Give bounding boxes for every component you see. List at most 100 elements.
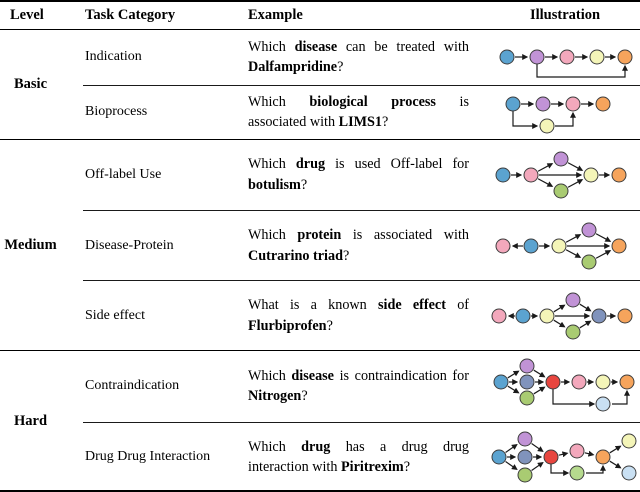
graph-node-pink: [565, 96, 581, 112]
graph-node-red: [543, 449, 559, 465]
example-entity: Flurbiprofen: [248, 317, 327, 334]
header-illustration: Illustration: [529, 7, 601, 23]
graph-node-blue: [505, 96, 521, 112]
example-entity: Nitrogen: [248, 388, 302, 405]
graph-node-paleYellow: [589, 49, 605, 65]
graph-node-purple: [581, 222, 597, 237]
graph-edge: [595, 232, 612, 242]
illustration-graph: [495, 222, 627, 269]
graph-node-purple: [535, 96, 551, 112]
example-text: ?: [326, 317, 333, 334]
example-text: Which: [248, 38, 295, 55]
example-text: What is a known: [248, 296, 379, 313]
example-text: Which: [248, 156, 296, 173]
example-entity: botulism: [248, 177, 301, 193]
header-level: Level: [10, 7, 44, 23]
graph-node-paleYellow: [551, 238, 567, 253]
illustration-cell: [490, 218, 640, 274]
graph-node-paleYellow: [539, 308, 555, 323]
graph-node-purple: [517, 431, 533, 447]
graph-node-slate: [519, 374, 535, 390]
example-entity: drug: [301, 438, 331, 455]
graph-edge: [579, 320, 592, 328]
graph-edge: [505, 461, 518, 471]
graph-node-purple: [529, 49, 545, 65]
illustration-graph: [491, 292, 633, 339]
header-task-category: Task Category: [85, 7, 176, 23]
illustration-cell: [490, 29, 640, 85]
illustration-cell: [490, 84, 640, 140]
graph-node-blue: [493, 374, 509, 390]
graph-node-lightGreen: [569, 465, 585, 481]
illustration-graph: [495, 151, 627, 199]
task-category-cell: Off-label Use: [85, 167, 162, 182]
example-entity: drug: [295, 156, 326, 173]
graph-edge: [531, 462, 544, 472]
graph-node-purple: [553, 151, 569, 167]
example-entity: Dalfampridine: [248, 59, 338, 76]
graph-node-pink: [569, 443, 585, 459]
graph-node-green: [553, 183, 569, 199]
example-text: of: [445, 296, 470, 313]
graph-node-paleYellow: [595, 374, 611, 390]
example-cell: Which drug has a drug drug interaction w…: [246, 437, 490, 478]
illustration-graph: [499, 49, 633, 78]
example-cell: Which protein is associated with Cutrari…: [246, 225, 490, 266]
task-category-cell: Side effect: [85, 307, 145, 323]
graph-node-paleYellow: [583, 167, 599, 183]
graph-node-paleYellow: [621, 433, 637, 449]
graph-node-orange: [611, 238, 627, 253]
example-text: is contraindication for: [333, 367, 469, 384]
graph-node-lightBlue: [621, 465, 637, 481]
graph-node-blue: [523, 238, 539, 253]
header-example: Example: [248, 7, 303, 23]
graph-node-pink: [571, 374, 587, 390]
illustration-cell: [490, 429, 640, 485]
table-row: Off-label Use Which drug is used Off-labe…: [83, 140, 640, 210]
graph-node-green: [565, 324, 581, 339]
illustration-graph: [491, 431, 637, 483]
table-header: Level Task Category Example Illustration: [0, 2, 640, 30]
graph-edge: [586, 465, 606, 474]
graph-edge: [505, 444, 518, 454]
graph-node-slate: [591, 308, 607, 323]
example-text: is used Off-label for: [325, 156, 469, 173]
graph-node-red: [545, 374, 561, 390]
graph-node-green: [519, 390, 535, 406]
graph-node-purple: [519, 358, 535, 374]
graph-edge: [555, 112, 576, 127]
example-text: can be treated with: [337, 38, 469, 55]
graph-node-blue: [491, 449, 507, 465]
illustration-cell: [490, 288, 640, 344]
illustration-cell: [490, 358, 640, 414]
graph-edge: [579, 303, 592, 311]
example-text: is associated with: [341, 226, 469, 243]
graph-edge: [609, 460, 622, 469]
graph-node-orange: [617, 308, 633, 323]
graph-edge: [537, 178, 554, 187]
graph-edge: [533, 386, 546, 395]
graph-edge: [553, 319, 566, 327]
graph-edge: [595, 249, 612, 259]
illustration-graph: [505, 96, 611, 134]
example-cell: Which disease can be treated with Dalfam…: [246, 37, 490, 78]
example-entity: side effect: [378, 296, 446, 313]
graph-node-green: [581, 254, 597, 269]
graph-edge: [512, 111, 539, 130]
example-text: Which: [248, 226, 298, 243]
illustration-cell: [490, 147, 640, 203]
graph-edge: [567, 162, 584, 171]
graph-node-blue: [495, 167, 511, 183]
example-text: ?: [342, 247, 350, 264]
graph-node-slate: [517, 449, 533, 465]
example-cell: Which biological process is associated w…: [246, 92, 490, 133]
example-text: ?: [381, 114, 389, 131]
graph-edge: [507, 385, 520, 394]
graph-node-green: [517, 467, 533, 483]
